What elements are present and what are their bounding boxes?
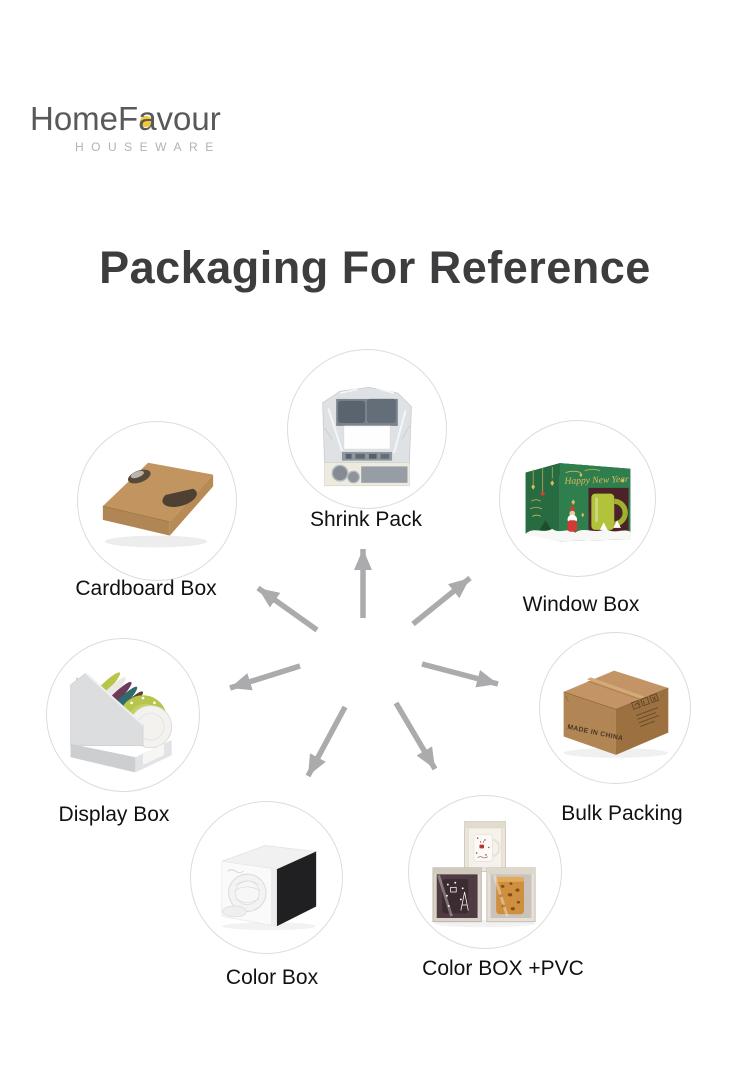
packaging-label-bulk-packing: Bulk Packing	[561, 802, 683, 825]
color-box-pvc-photo	[432, 820, 536, 928]
display-box-photo	[70, 672, 173, 773]
packaging-item-display-box	[46, 638, 200, 792]
arrow-to-color-box	[305, 705, 348, 778]
brand-logo: HomeFavour HOUSEWARE	[30, 100, 221, 155]
packaging-label-shrink-pack: Shrink Pack	[309, 508, 423, 531]
arrow-to-color-box-pvc	[393, 701, 438, 771]
packaging-label-color-box-pvc: Color BOX +PVC	[422, 957, 584, 980]
packaging-item-color-box-pvc	[408, 795, 562, 949]
packaging-item-bulk-packing: MADE IN CHINA	[539, 632, 691, 784]
packaging-label-display-box: Display Box	[58, 803, 170, 826]
shrink-pack-photo	[322, 387, 412, 487]
brand-part1: HomeF	[30, 100, 139, 137]
brand-wordmark: HomeFavour	[30, 100, 221, 137]
packaging-label-cardboard-box: Cardboard Box	[75, 577, 217, 600]
packaging-item-shrink-pack	[287, 349, 447, 509]
packaging-label-color-box: Color Box	[225, 966, 319, 989]
brand-part2: vour	[156, 100, 221, 137]
window-box-greeting-text: Happy New Year	[563, 474, 629, 486]
color-box-photo	[220, 845, 317, 931]
packaging-item-cardboard-box	[77, 421, 237, 581]
arrow-to-cardboard-box	[256, 585, 319, 633]
brand-accent-letter: a	[138, 100, 157, 137]
window-box-photo: Happy New Year	[525, 462, 630, 541]
packaging-label-window-box: Window Box	[522, 593, 640, 616]
arrow-to-bulk-packing	[421, 661, 499, 688]
brand-subtitle: HOUSEWARE	[75, 140, 221, 155]
bulk-packing-photo: MADE IN CHINA	[563, 670, 669, 758]
arrow-to-display-box	[229, 663, 301, 691]
page-title: Packaging For Reference	[99, 242, 651, 293]
arrow-to-window-box	[411, 575, 472, 627]
cardboard-box-photo	[102, 462, 214, 548]
packaging-item-color-box	[190, 801, 343, 954]
packaging-item-window-box: Happy New Year	[499, 420, 656, 577]
